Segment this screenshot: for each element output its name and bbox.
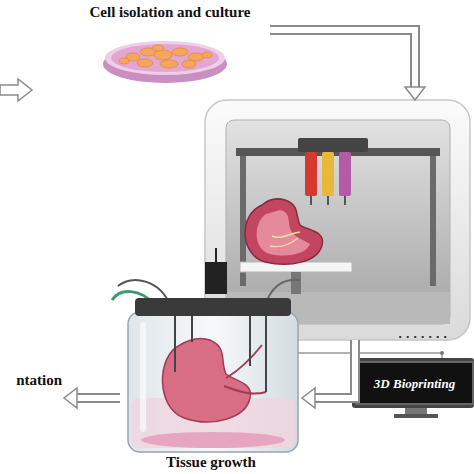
cell-clusters-part xyxy=(119,58,129,64)
bioreactor-part xyxy=(135,298,291,316)
cell-clusters-part xyxy=(160,60,178,68)
monitor-stand xyxy=(352,358,474,418)
bioreactor-part xyxy=(174,316,176,372)
stage-panel: ntation xyxy=(0,372,64,408)
bioprinter-part xyxy=(270,232,300,247)
bioreactor-part xyxy=(191,316,193,342)
cell-clusters-part xyxy=(152,45,164,51)
arrow-head xyxy=(405,87,425,100)
stage-panel: Cell isolation and culture xyxy=(70,2,270,88)
bioreactor-part xyxy=(249,316,251,366)
flow-arrow xyxy=(302,340,355,408)
cable-joint xyxy=(440,351,444,355)
bioprinter-part xyxy=(339,152,351,196)
cell-clusters-part xyxy=(182,60,196,68)
arrow-outline xyxy=(314,340,355,398)
arrow-core xyxy=(270,30,415,88)
node-label: 3D Bioprinting xyxy=(355,361,474,405)
cell-clusters-part xyxy=(202,52,212,58)
petri-dish-part xyxy=(103,45,227,83)
bioreactor-part xyxy=(140,322,146,432)
arrow-core xyxy=(314,340,355,398)
arrow-core xyxy=(76,395,120,401)
cell-clusters xyxy=(119,45,212,68)
bioprinter-part xyxy=(305,152,317,196)
bioprinter-part xyxy=(298,138,368,152)
bioprinter-part xyxy=(226,120,450,324)
dotted-line xyxy=(400,336,448,338)
cell-clusters-part xyxy=(154,50,172,60)
monitor-stand-part xyxy=(394,414,438,418)
printer-cabinet: 3D Bioprinting xyxy=(205,100,470,340)
node-label: Tissue growth xyxy=(166,454,256,471)
node-label: ntation xyxy=(16,372,62,389)
cell-clusters-part xyxy=(172,48,188,56)
printed-kidney xyxy=(245,199,322,264)
bioreactor-panel: Tissue growth xyxy=(120,285,302,474)
monitor-stand-part xyxy=(405,408,427,415)
arrow-outline xyxy=(270,30,415,88)
bioreactor-part xyxy=(265,316,267,392)
flow-arrow xyxy=(270,30,425,100)
data-cable xyxy=(282,340,442,358)
petri-dish-part xyxy=(105,41,225,75)
petri-dish-part xyxy=(111,44,219,72)
bioprinter-part xyxy=(430,156,436,286)
bioprinter-part xyxy=(311,196,345,205)
arrow-head xyxy=(64,388,77,408)
bioreactor-part xyxy=(128,312,298,452)
bioprinter-part xyxy=(322,152,334,196)
flow-arrow xyxy=(64,388,120,408)
node-label: Cell isolation and culture xyxy=(90,4,251,21)
arrow-head xyxy=(302,388,315,408)
bioreactor xyxy=(112,248,300,452)
cell-clusters-part xyxy=(137,59,153,67)
monitor-stand-part xyxy=(352,358,474,408)
bioprinter-part xyxy=(257,210,310,256)
bioreactor-part xyxy=(141,432,285,448)
bioreactor-part xyxy=(215,248,217,262)
bioreactor-part xyxy=(205,262,227,294)
incoming-arrow xyxy=(0,79,32,101)
bioreactor-part xyxy=(224,345,266,394)
arrow-outline xyxy=(76,393,120,403)
petri-dish xyxy=(103,41,227,83)
bioprinter-part xyxy=(291,272,301,294)
